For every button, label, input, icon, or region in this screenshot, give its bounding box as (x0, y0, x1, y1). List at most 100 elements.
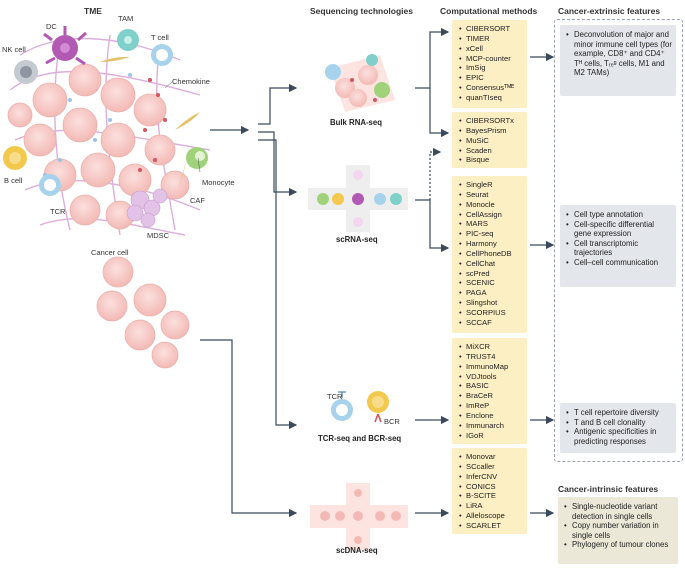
list-item: Single-nucleotide variant detection in s… (564, 502, 674, 521)
list-item: SCENIC (459, 278, 527, 288)
sc-deconvolution-methods: CIBERSORTxBayesPrismMuSiCScadenBisque (452, 112, 527, 168)
list-item: Copy number variation in single cells (564, 521, 674, 540)
tam-label: TAM (118, 14, 134, 23)
list-item: ImmunoMap (459, 362, 527, 372)
computational-header: Computational methods (440, 6, 538, 16)
tcell-label: T cell (151, 33, 169, 42)
list-item: SingleR (459, 180, 527, 190)
intrinsic-header: Cancer-intrinsic features (558, 484, 659, 494)
t-cell (151, 44, 173, 66)
list-item: Cell type annotation (566, 210, 672, 220)
list-item: scPred (459, 269, 527, 279)
list-item: Phylogeny of tumour clones (564, 540, 674, 550)
list-item: MCP-counter (459, 54, 527, 64)
list-item: Cell-specific differential gene expressi… (566, 220, 672, 239)
dashed-arrow (429, 147, 442, 200)
caf-cells (100, 56, 200, 190)
dc-cell (43, 26, 87, 66)
monocyte-label: Monocyte (202, 178, 235, 187)
list-item: IGoR (459, 431, 527, 441)
list-item: MuSiC (459, 136, 527, 146)
monocyte-cell (186, 147, 208, 169)
extrinsic-header: Cancer-extrinsic features (558, 6, 661, 16)
b-cell (3, 146, 27, 170)
flow-arrows (200, 27, 555, 518)
list-item: TRUST4 (459, 352, 527, 362)
bcr-small-label: BCR (384, 417, 400, 426)
list-item: ImReP (459, 401, 527, 411)
list-item: Consensusᵀᴹᴱ (459, 83, 527, 93)
mdsc-label: MDSC (147, 231, 170, 240)
list-item: SCCAF (459, 318, 527, 328)
tcr-bcr-cells (331, 391, 389, 423)
list-item: BASIC (459, 381, 527, 391)
list-item: T and B cell clonality (566, 418, 672, 428)
list-item: Monovar (459, 452, 527, 462)
list-item: CellChat (459, 259, 527, 269)
mdsc-cell (126, 188, 168, 228)
dc-label: DC (46, 22, 57, 31)
list-item: Monocle (459, 200, 527, 210)
list-item: Enclone (459, 411, 527, 421)
list-item: VDJtools (459, 372, 527, 382)
nk-cell (14, 60, 38, 84)
list-item: BayesPrism (459, 126, 527, 136)
scdna-seq-label: scDNA-seq (336, 546, 378, 555)
list-item: MARS (459, 219, 527, 229)
extrinsic-features-frame (554, 19, 683, 462)
sc-analysis-methods: SingleRSeuratMonocleCellAssignMARSPIC-se… (452, 176, 527, 333)
sequencing-header: Sequencing technologies (310, 6, 413, 16)
list-item: PAGA (459, 288, 527, 298)
cancer-cell-label: Cancer cell (91, 248, 129, 257)
list-item: SCORPIUS (459, 308, 527, 318)
tam-cell (117, 29, 139, 51)
caf-label: CAF (190, 196, 205, 205)
list-item: Scaden (459, 146, 527, 156)
list-item: LiRA (459, 501, 527, 511)
list-item: CellPhoneDB (459, 249, 527, 259)
tcr-features: T cell repertoire diversityT and B cell … (560, 403, 676, 453)
list-item: quanTIseq (459, 93, 527, 103)
list-item: PIC-seq (459, 229, 527, 239)
list-item: Slingshot (459, 298, 527, 308)
list-item: Immunarch (459, 421, 527, 431)
bulk-rna-seq-label: Bulk RNA-seq (330, 118, 382, 127)
list-item: Bisque (459, 155, 527, 165)
list-item: B-SCITE (459, 491, 527, 501)
bcell-label: B cell (4, 176, 23, 185)
list-item: xCell (459, 44, 527, 54)
list-item: CIBERSORT (459, 24, 527, 34)
list-item: InferCNV (459, 472, 527, 482)
list-item: SCcaller (459, 462, 527, 472)
list-item: Seurat (459, 190, 527, 200)
tcr-small-label: TCR (327, 392, 343, 401)
tcr-label: TCR (50, 207, 66, 216)
list-item: Alleloscope (459, 511, 527, 521)
chemokine-label: Chemokine (172, 77, 210, 86)
nk-label: NK cell (2, 45, 26, 54)
list-item: TIMER (459, 34, 527, 44)
list-item: CellAssign (459, 210, 527, 220)
tme-tumour-cells (7, 63, 190, 230)
bulk-rna-tube (325, 54, 395, 112)
scdna-methods: MonovarSCcallerInferCNVCONICSB-SCITELiRA… (452, 448, 527, 534)
intrinsic-features: Single-nucleotide variant detection in s… (558, 497, 678, 564)
sc-features: Cell type annotationCell-specific differ… (560, 205, 676, 287)
deconvolution-feature: Deconvolution of major and minor immune … (560, 25, 676, 96)
list-item: T cell repertoire diversity (566, 408, 672, 418)
list-item: MiXCR (459, 342, 527, 352)
list-item: Harmony (459, 239, 527, 249)
scrna-chip (308, 165, 408, 232)
list-item: CONICS (459, 482, 527, 492)
list-item: EPIC (459, 73, 527, 83)
cancer-cell-cluster (96, 256, 190, 369)
list-item: Cell–cell communication (566, 258, 672, 268)
scrna-seq-label: scRNA-seq (336, 235, 378, 244)
list-item: Antigenic specificities in predicting re… (566, 427, 672, 446)
bulk-deconvolution-methods: CIBERSORTTIMERxCellMCP-counterImSigEPICC… (452, 20, 527, 108)
list-item: CIBERSORTx (459, 116, 527, 126)
list-item: Cell transcriptomic trajectories (566, 239, 672, 258)
scdna-chip (310, 483, 408, 550)
list-item: SCARLET (459, 521, 527, 531)
